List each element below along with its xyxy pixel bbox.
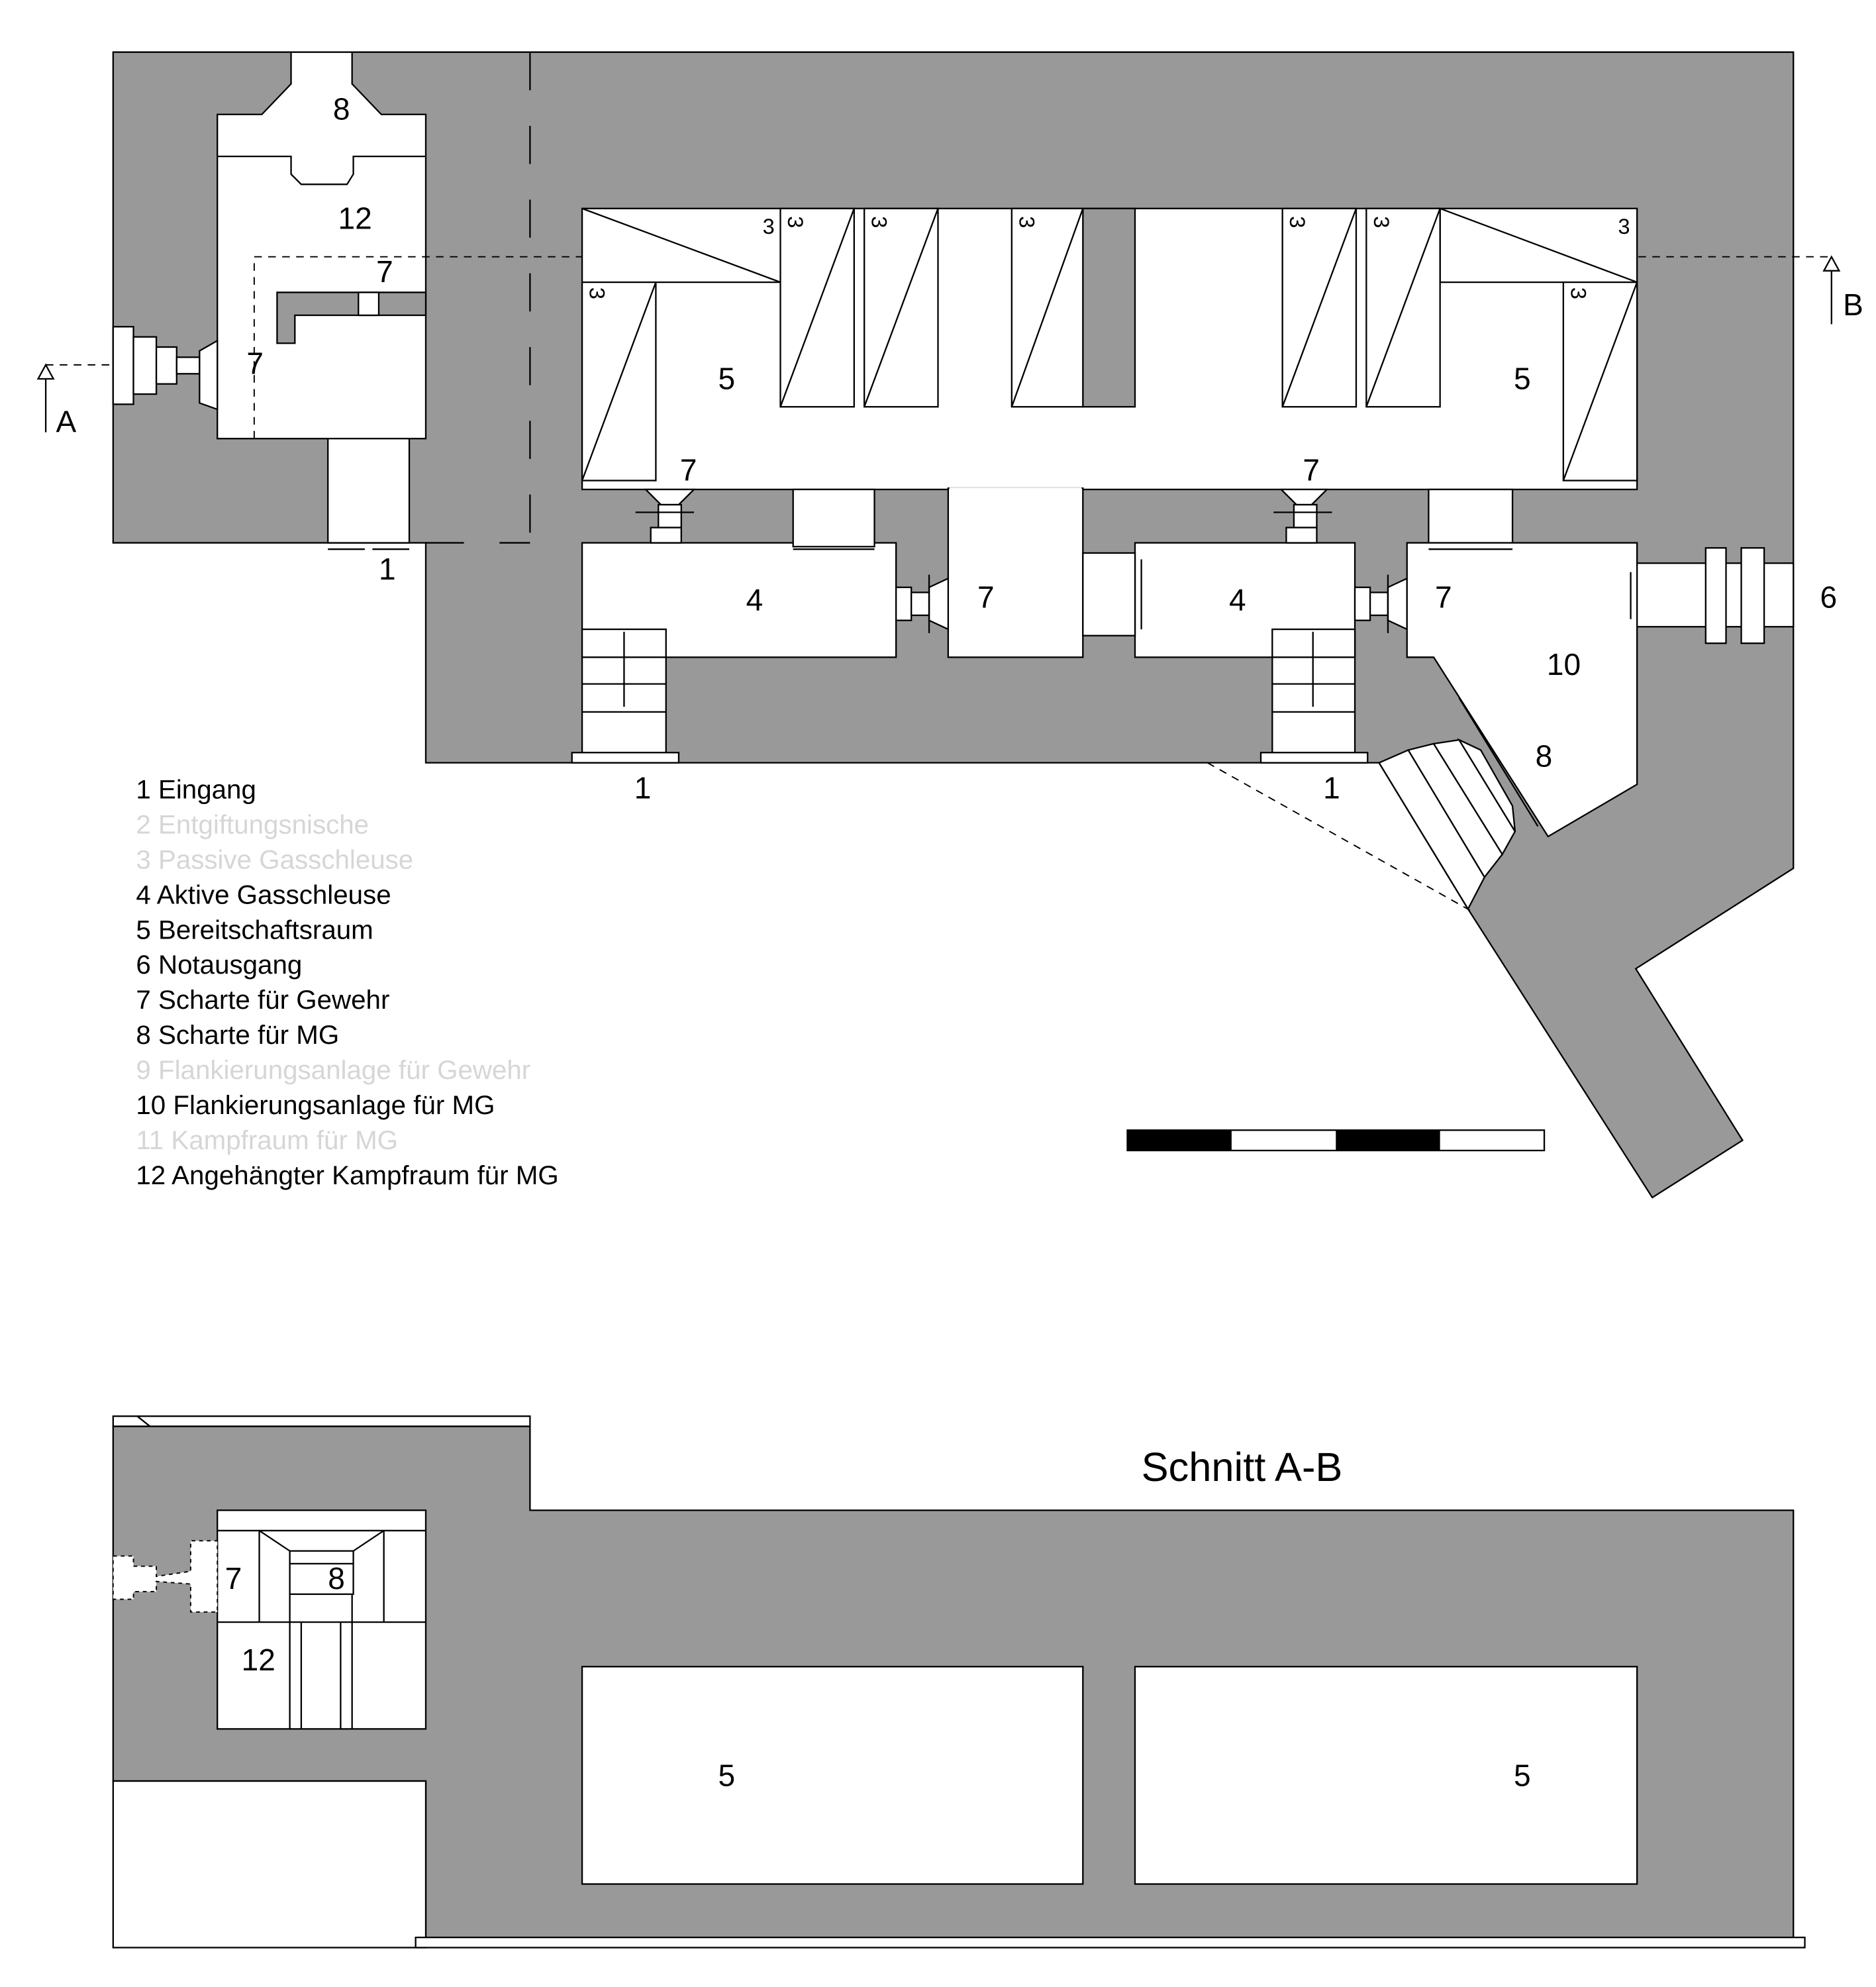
stair-steps-left — [582, 631, 666, 713]
field-of-fire-line — [1207, 762, 1475, 913]
room-12 — [217, 51, 427, 440]
connector — [1082, 552, 1136, 637]
label-7: 7 — [977, 580, 995, 614]
section-room-details — [217, 1529, 426, 1729]
svg-text:3: 3 — [1014, 216, 1039, 228]
inner-wall — [276, 291, 427, 344]
section-room-12 — [217, 1509, 427, 1730]
svg-text:3: 3 — [1369, 216, 1394, 228]
label-8: 8 — [328, 1561, 345, 1596]
legend-item: 8 Scharte für MG — [136, 1020, 339, 1050]
embrasure-step — [132, 336, 158, 395]
gas-lock-diagonal — [779, 208, 855, 407]
exit-frame — [1740, 547, 1765, 644]
gas-lock-diagonal — [1281, 208, 1358, 407]
legend-item: 12 Angehängter Kampfraum für MG — [136, 1160, 558, 1190]
entrance-corridor-left — [327, 438, 411, 544]
legend-item: 11 Kampfraum für MG — [136, 1125, 398, 1155]
entrance-threshold — [1259, 752, 1369, 764]
passive-gas-locks — [581, 207, 1638, 482]
svg-text:3: 3 — [867, 216, 892, 228]
label-8: 8 — [1536, 739, 1553, 773]
label-6: 6 — [1820, 580, 1838, 614]
svg-text:3: 3 — [783, 216, 808, 228]
embrasure-opening — [358, 291, 380, 317]
section-a-b: Schnitt A-B 7 8 12 5 5 — [112, 1415, 1806, 1949]
label-4: 4 — [1229, 582, 1246, 617]
legend-item: 2 Entgiftungsnische — [136, 809, 369, 839]
legend-item: 3 Passive Gasschleuse — [136, 844, 413, 874]
label-5: 5 — [718, 361, 735, 395]
svg-text:3: 3 — [585, 287, 610, 299]
section-marker-b: B — [1843, 287, 1863, 322]
label-7: 7 — [246, 346, 264, 380]
center-wall — [1082, 207, 1136, 408]
exit-frame — [1704, 547, 1727, 644]
label-5: 5 — [1514, 1758, 1531, 1793]
arrow-a-icon — [36, 363, 55, 380]
scale-bar — [1126, 1129, 1546, 1152]
ground-fill — [112, 1780, 427, 1949]
label-12: 12 — [338, 201, 372, 235]
embrasure-step — [112, 326, 134, 405]
legend-item: 6 Notausgang — [136, 950, 302, 980]
legend: 1 Eingang 2 Entgiftungsnische 3 Passive Ga… — [136, 774, 558, 1190]
label-1: 1 — [1323, 770, 1340, 805]
gas-lock-diagonal — [1365, 208, 1441, 407]
stair-steps-right — [1272, 631, 1356, 713]
floor-plan: 8 12 7 7 1 A B 5 5 7 7 4 7 4 7 10 6 8 1 … — [36, 51, 1863, 1199]
gas-lock-diagonal — [864, 208, 939, 407]
connector — [1428, 488, 1514, 548]
entrance-threshold — [571, 752, 680, 764]
gas-lock-labels: 3 3 3 3 3 3 3 3 3 — [585, 214, 1630, 299]
embrasure-step — [175, 356, 201, 375]
svg-text:3: 3 — [1618, 214, 1630, 238]
section-marker-a: A — [56, 405, 76, 439]
embrasure-mouth — [199, 339, 219, 411]
label-1: 1 — [379, 552, 396, 586]
section-embrasure — [112, 1540, 219, 1613]
label-5: 5 — [718, 1758, 735, 1793]
label-7: 7 — [376, 254, 393, 289]
roof-mark — [136, 1415, 151, 1427]
label-7: 7 — [225, 1561, 242, 1596]
foundation-strip — [415, 1936, 1806, 1949]
label-1: 1 — [634, 770, 652, 805]
label-5: 5 — [1514, 361, 1531, 395]
legend-item: 1 Eingang — [136, 774, 256, 804]
svg-text:3: 3 — [763, 214, 775, 238]
gas-lock-bench — [1439, 207, 1638, 283]
roof-strip — [112, 1415, 531, 1427]
mg-embrasure-steps — [1377, 738, 1516, 911]
embrasure-step — [155, 346, 177, 385]
legend-item: 9 Flankierungsanlage für Gewehr — [136, 1055, 530, 1085]
svg-text:3: 3 — [1285, 216, 1310, 228]
section-room-5-right — [1134, 1666, 1638, 1885]
section-room-5-left — [581, 1666, 1084, 1885]
legend-item: 5 Bereitschaftsraum — [136, 915, 373, 944]
label-7: 7 — [1435, 580, 1452, 614]
room-10 — [1406, 542, 1638, 838]
arrow-b-icon — [1822, 255, 1841, 272]
corridor-7 — [947, 487, 1084, 658]
rifle-embrasures — [635, 488, 1408, 633]
section-title: Schnitt A-B — [1142, 1445, 1343, 1490]
label-8: 8 — [333, 91, 350, 126]
legend-item: 4 Aktive Gasschleuse — [136, 880, 391, 909]
legend-item: 10 Flankierungsanlage für MG — [136, 1090, 495, 1120]
legend-item: 7 Scharte für Gewehr — [136, 985, 389, 1015]
connector — [792, 488, 875, 548]
svg-text:3: 3 — [1566, 287, 1591, 299]
label-7: 7 — [680, 453, 697, 487]
label-7: 7 — [1303, 453, 1320, 487]
mg-embrasure-edge — [1458, 697, 1539, 827]
gas-lock-diagonal — [1011, 208, 1084, 407]
gas-lock-diagonal — [1562, 281, 1638, 481]
label-12: 12 — [242, 1643, 275, 1677]
gas-lock-diagonal — [581, 281, 657, 481]
label-4: 4 — [746, 582, 764, 617]
mg-embrasure-outline — [217, 155, 426, 185]
label-10: 10 — [1547, 647, 1581, 682]
